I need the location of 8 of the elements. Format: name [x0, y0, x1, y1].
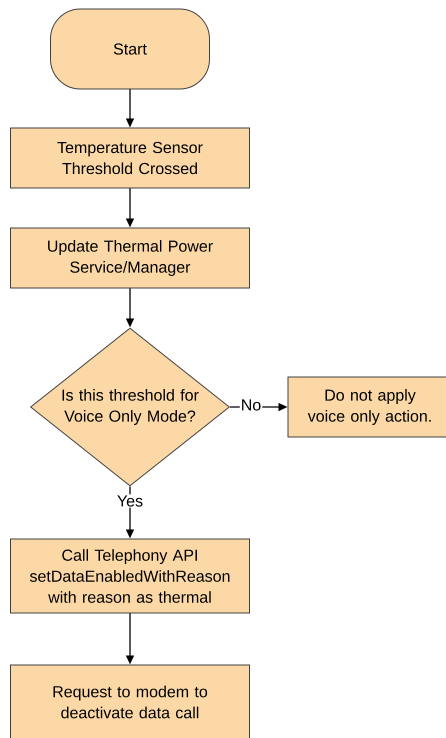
process-box: Temperature Sensor Threshold Crossed: [10, 128, 250, 188]
process-box: Update Thermal Power Service/Manager: [10, 228, 250, 288]
process-box: Call Telephony API setDataEnabledWithReason with reason as thermal: [10, 538, 250, 614]
start-terminal: Start: [50, 8, 210, 90]
edge-label: No: [240, 398, 262, 412]
process-box: Do not apply voice only action.: [288, 376, 446, 438]
process-box: Request to modem to deactivate data call: [10, 664, 250, 738]
edge-label: Yes: [116, 494, 144, 508]
